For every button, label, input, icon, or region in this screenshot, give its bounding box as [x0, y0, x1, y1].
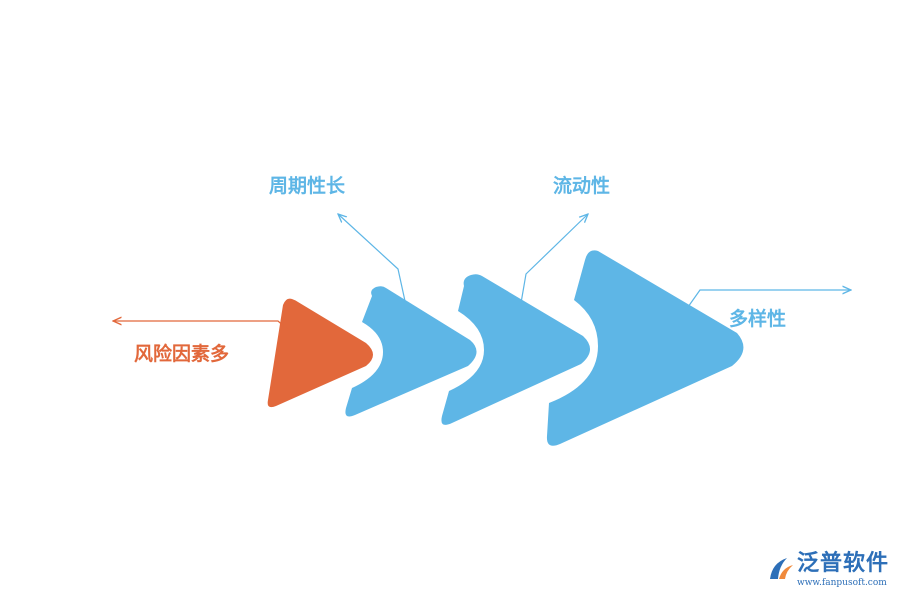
- label-variety: 多样性: [729, 308, 787, 330]
- label-risk-factors: 风险因素多: [134, 343, 230, 365]
- logo-mark-icon: [770, 558, 793, 579]
- brand-logo: 泛普软件 www.fanpusoft.com: [767, 553, 895, 593]
- cycle-connector: [338, 214, 406, 302]
- chevron-2: [441, 274, 591, 425]
- logo-url: www.fanpusoft.com: [797, 578, 887, 588]
- chevron-1: [345, 286, 477, 417]
- risk-triangle: [267, 298, 373, 408]
- flow-connector: [520, 214, 588, 304]
- logo-name: 泛普软件: [797, 551, 890, 576]
- variety-connector: [687, 290, 851, 308]
- label-liquidity: 流动性: [553, 175, 611, 197]
- chevron-3: [546, 250, 744, 446]
- label-long-cycle: 周期性长: [269, 175, 346, 197]
- risk-connector: [113, 321, 289, 331]
